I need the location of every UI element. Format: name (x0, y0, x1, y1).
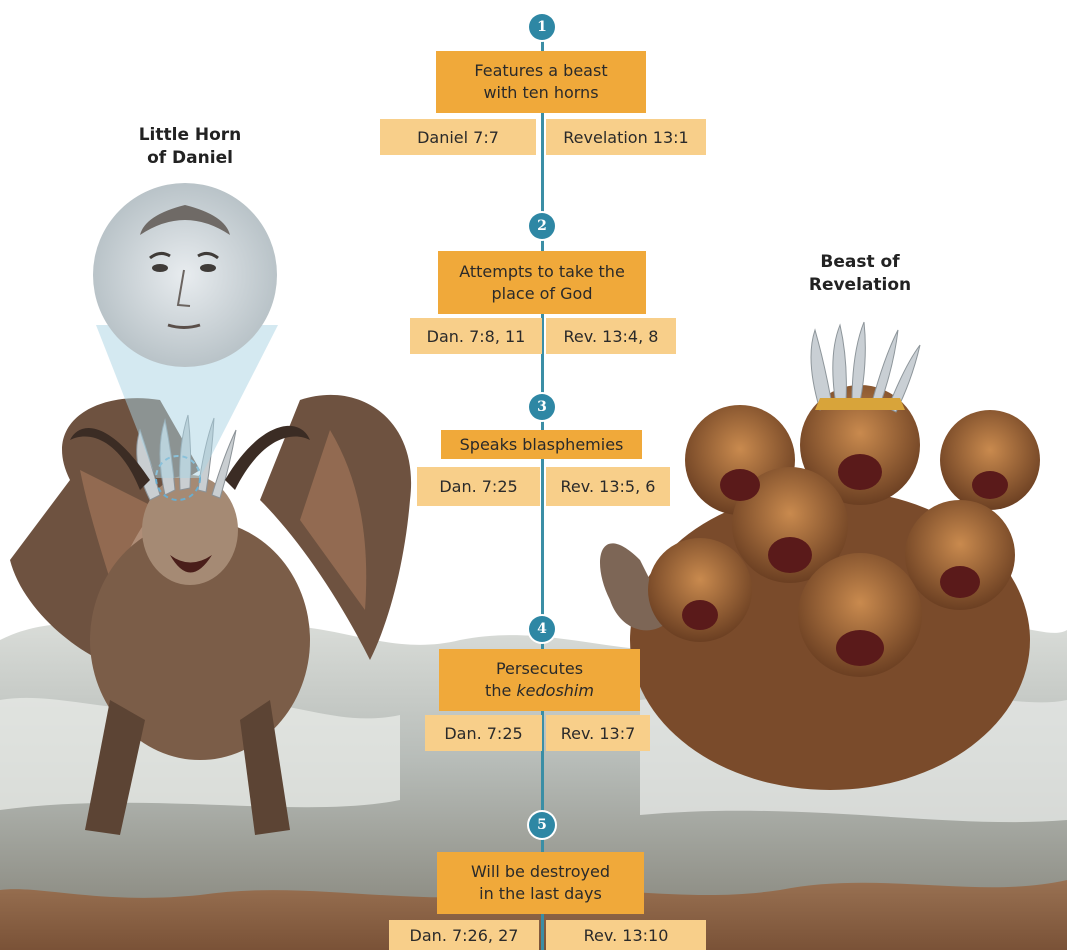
daniel-reference: Dan. 7:8, 11 (410, 318, 542, 354)
feature-box: Persecutes the kedoshim (439, 649, 640, 711)
step-number-badge: 4 (529, 616, 555, 642)
dragon-curved-horn-left (70, 428, 150, 490)
right-title: Beast of Revelation (808, 252, 912, 295)
daniel-reference: Daniel 7:7 (380, 119, 536, 155)
step-number-badge: 5 (529, 812, 555, 838)
feature-line: Attempts to take the (459, 261, 625, 281)
dragon-curved-horn-right (225, 425, 310, 490)
little-horn-beast-illustration (10, 183, 412, 835)
revelation-reference: Rev. 13:10 (546, 920, 706, 950)
feature-line: the kedoshim (485, 681, 594, 700)
feature-line: Persecutes (495, 659, 584, 678)
feature-box: Speaks blasphemies (441, 430, 642, 459)
kedoshim-term: kedoshim (516, 681, 594, 700)
revelation-beast-illustration (600, 321, 1040, 790)
revelation-reference: Rev. 13:7 (546, 715, 650, 751)
left-title: Little Horn of Daniel (138, 125, 242, 168)
daniel-reference: Dan. 7:26, 27 (389, 920, 539, 950)
magnifier-beam (96, 325, 278, 478)
beast-mouths (682, 454, 1008, 666)
left-leg (85, 700, 145, 835)
feature-line: Speaks blasphemies (459, 434, 624, 454)
beast-crown (815, 398, 905, 410)
man-face-icon (140, 205, 230, 329)
face-magnifier (93, 183, 277, 367)
step-number-badge: 1 (529, 14, 555, 40)
feature-line: place of God (491, 283, 593, 303)
daniel-reference: Dan. 7:25 (425, 715, 542, 751)
right-leg (240, 700, 290, 835)
daniel-reference: Dan. 7:25 (417, 467, 540, 506)
revelation-reference: Rev. 13:4, 8 (546, 318, 676, 354)
beast-heads (648, 385, 1040, 677)
revelation-reference: Rev. 13:5, 6 (546, 467, 670, 506)
dragon-head (142, 475, 238, 585)
right-wing-membrane (300, 430, 367, 610)
feature-line: in the last days (479, 884, 602, 903)
timeline-line (541, 28, 544, 950)
feature-box: Will be destroyed in the last days (437, 852, 644, 914)
revelation-reference: Revelation 13:1 (546, 119, 706, 155)
feature-line: with ten horns (483, 83, 599, 102)
feature-line: Features a beast (474, 61, 608, 80)
beast-horns (810, 321, 921, 413)
dragon-body (90, 520, 310, 760)
step-number-badge: 3 (529, 394, 555, 420)
step-number-badge: 2 (529, 213, 555, 239)
feature-box: Features a beast with ten horns (436, 51, 646, 113)
feature-line: Will be destroyed (470, 862, 611, 881)
dragon-mouth (170, 555, 212, 573)
